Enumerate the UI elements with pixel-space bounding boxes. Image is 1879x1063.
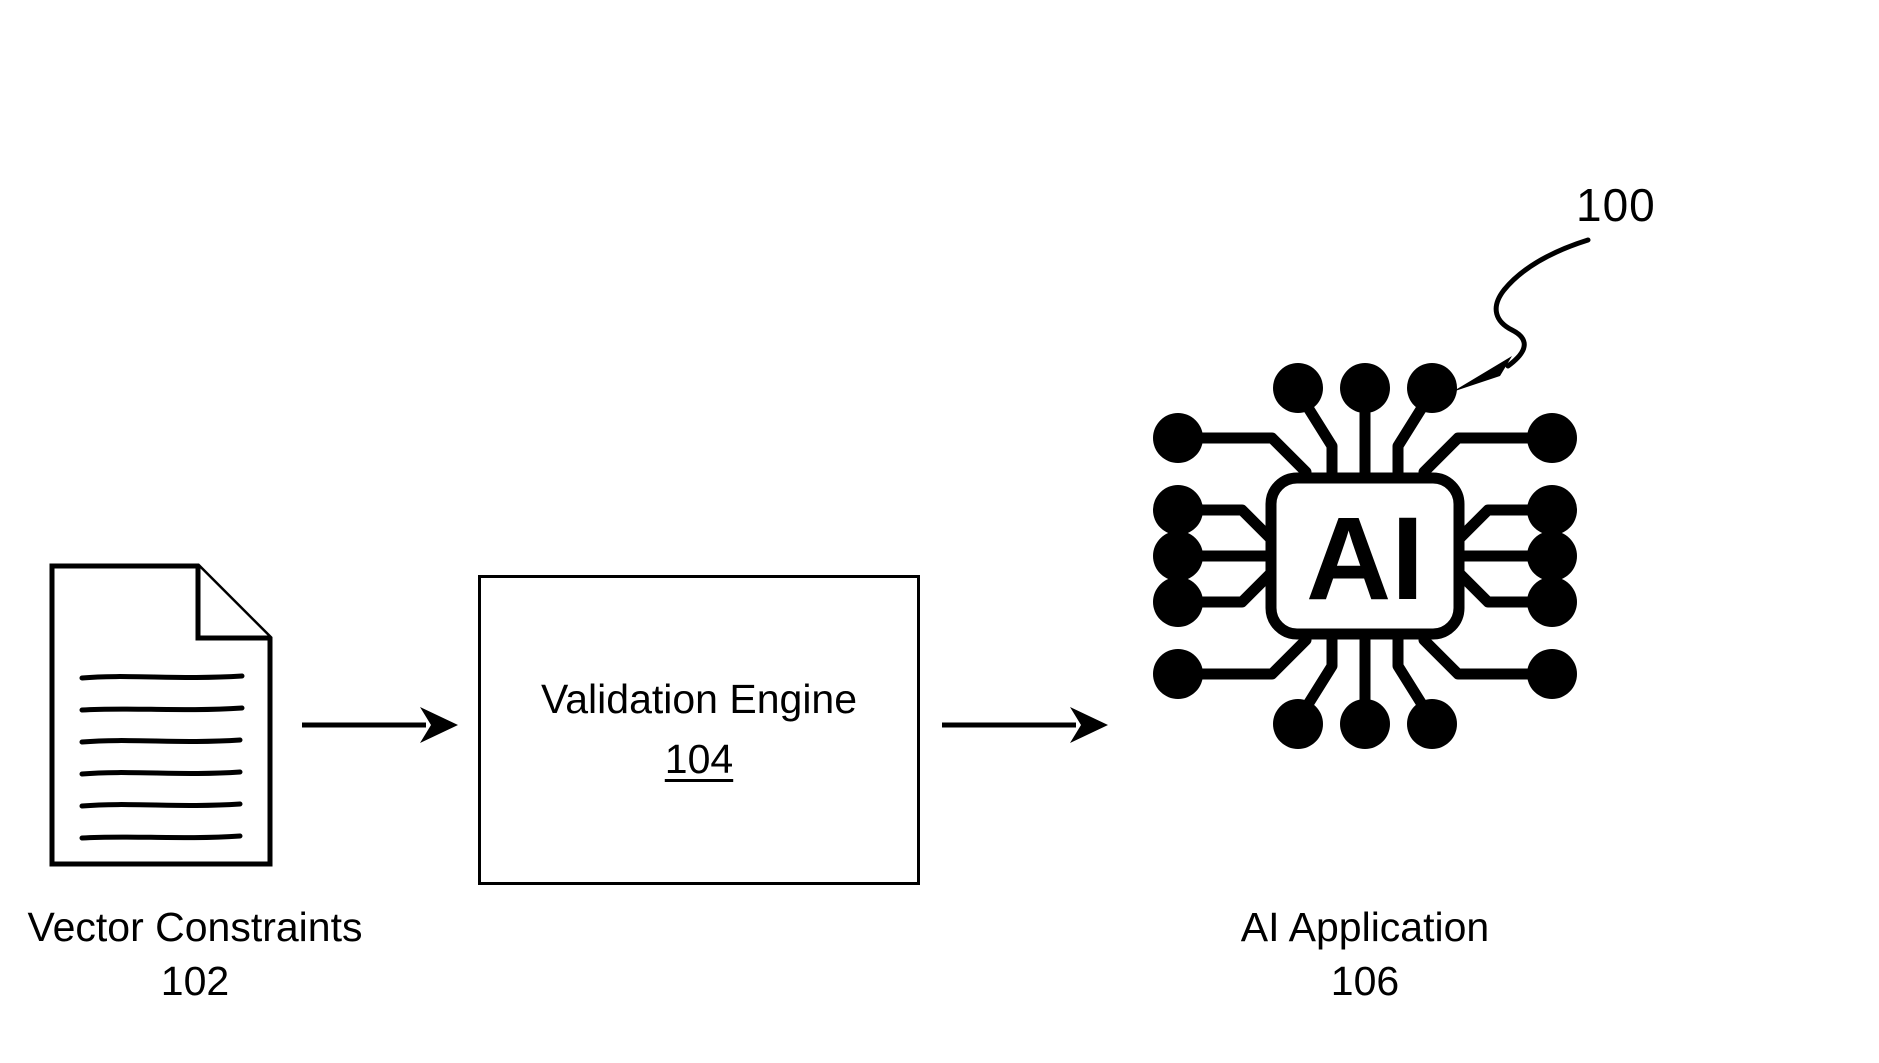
chip-core-text: AI xyxy=(1306,493,1424,625)
arrow-right-icon xyxy=(302,707,458,743)
callout-leader-line xyxy=(1452,237,1591,392)
vector-constraints-label: Vector Constraints xyxy=(27,904,363,950)
validation-engine-label: Validation Engine xyxy=(540,676,858,723)
validation-engine-number: 104 xyxy=(664,735,734,782)
ai-chip-icon: AI xyxy=(1153,363,1577,749)
chip-core-body xyxy=(1265,472,1465,640)
arrow-doc-to-engine xyxy=(300,695,460,755)
document-fold-corner xyxy=(195,566,270,641)
ai-application-caption: AI Application 106 xyxy=(1155,900,1575,1008)
arrow-right-icon xyxy=(942,707,1108,743)
reference-numeral-callout: 100 xyxy=(1400,170,1690,400)
document-icon xyxy=(49,563,273,867)
arrow-engine-to-chip xyxy=(940,695,1110,755)
reference-numeral-100: 100 xyxy=(1576,179,1656,231)
callout-arrowhead xyxy=(1452,356,1512,392)
vector-constraints-number: 102 xyxy=(160,958,230,1005)
validation-engine-box: Validation Engine 104 xyxy=(478,575,920,885)
ai-application-label: AI Application xyxy=(1240,904,1490,950)
ai-application-chip: AI xyxy=(1150,360,1580,750)
ai-application-number: 106 xyxy=(1330,958,1400,1005)
vector-constraints-document xyxy=(46,560,346,870)
vector-constraints-caption: Vector Constraints 102 xyxy=(0,900,390,1008)
chip-contact-nodes xyxy=(1153,363,1577,749)
validation-engine-stage: Validation Engine 104 xyxy=(478,575,920,885)
document-text-lines xyxy=(79,673,245,841)
